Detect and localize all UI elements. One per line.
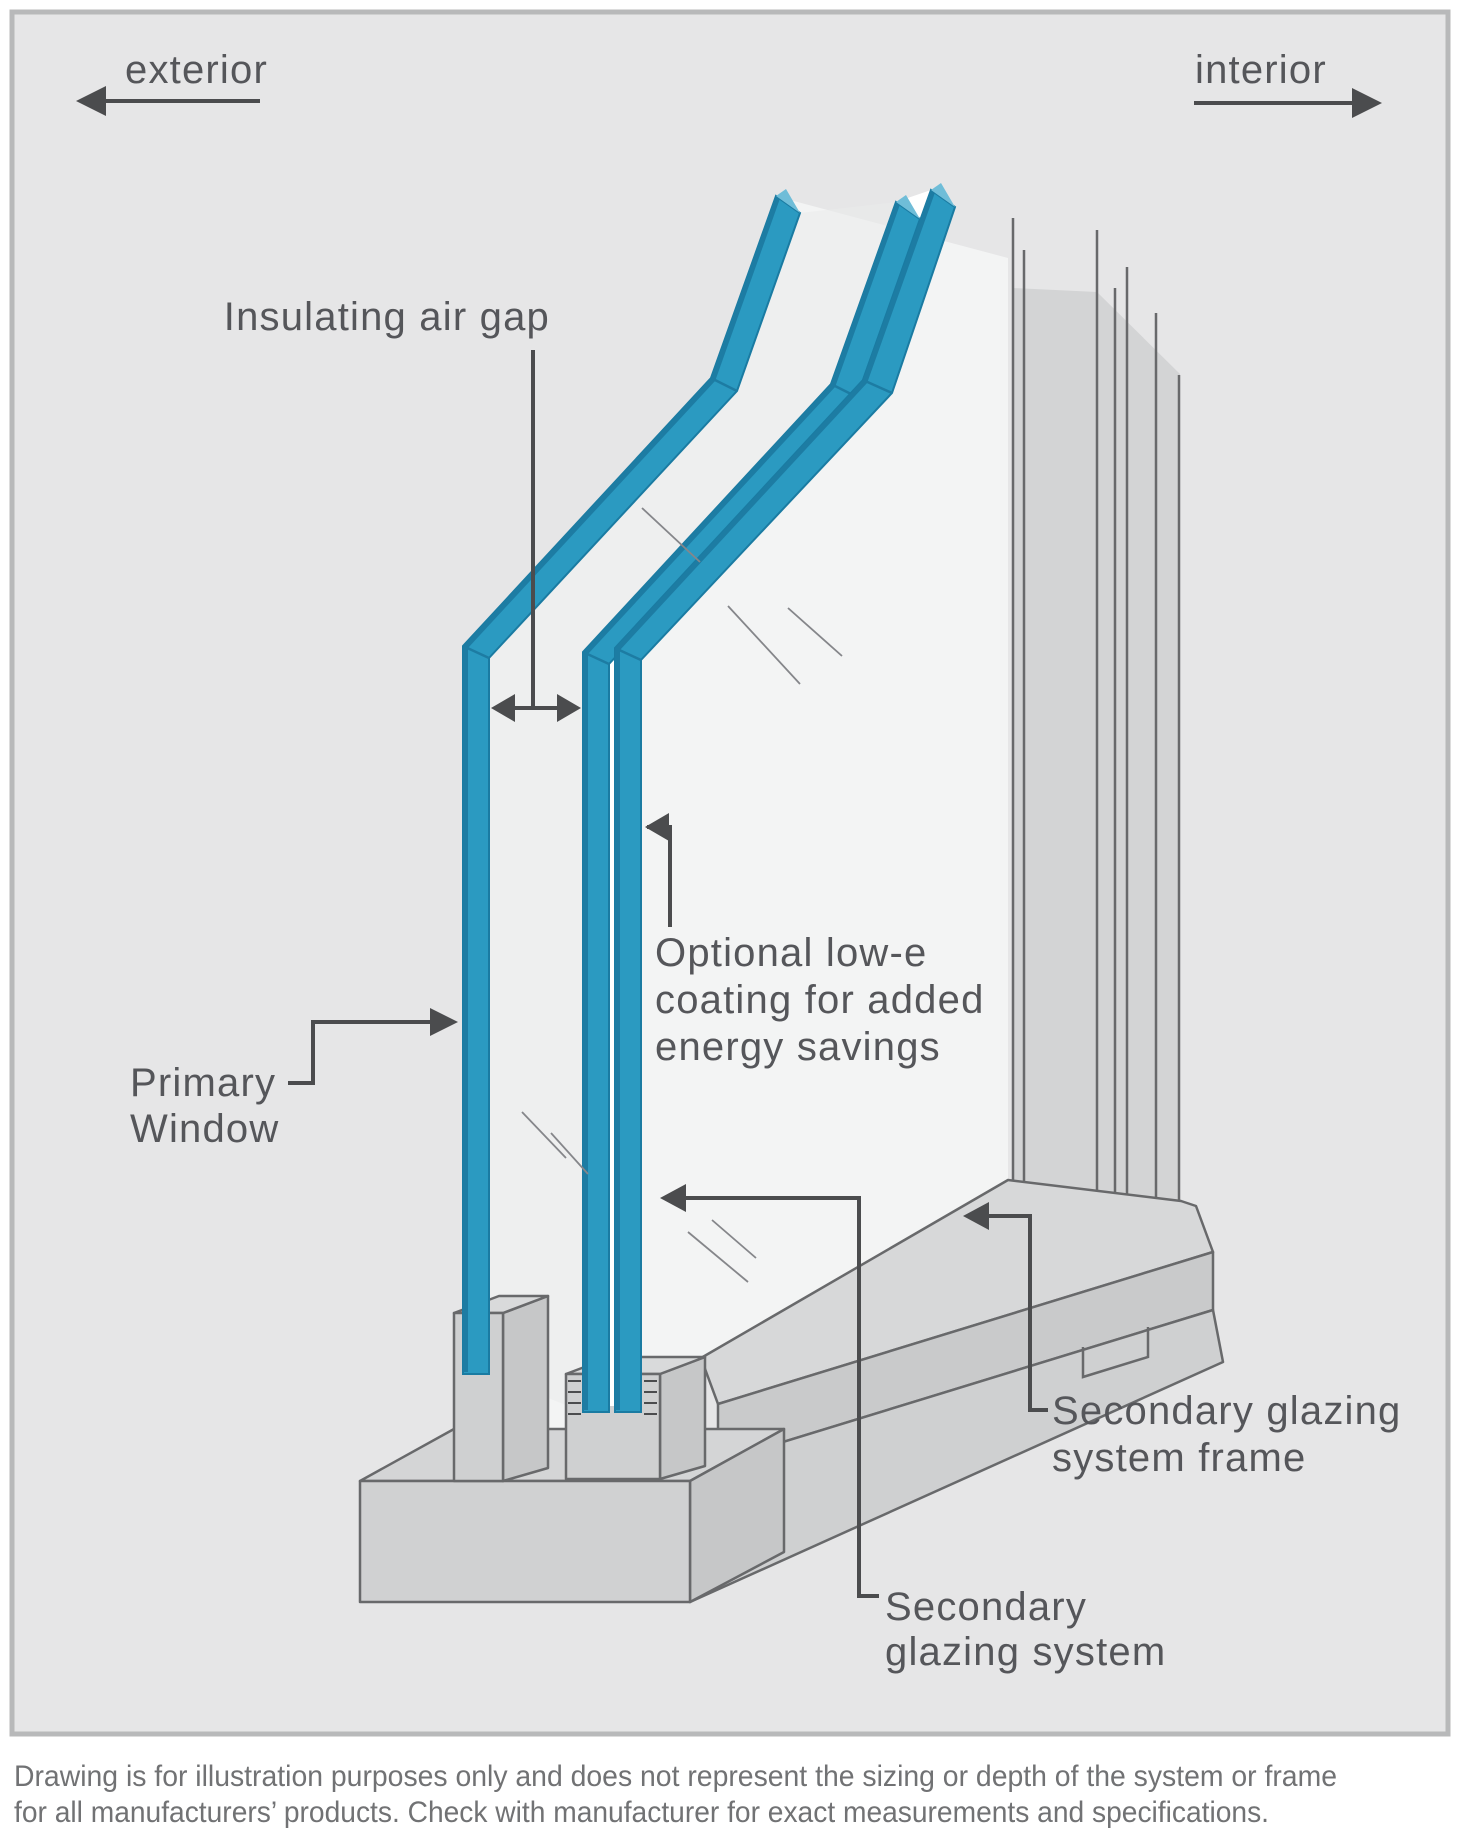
sill-box: [358, 1294, 786, 1604]
exterior-label: exterior: [125, 48, 268, 92]
low-e-arrow-icon: [645, 813, 669, 841]
primary-upstand-side-face: [501, 1294, 550, 1483]
annotation-low-e-coating: Optional low-e coating for added energy …: [645, 813, 985, 1069]
insulating-air-gap-label: Insulating air gap: [224, 295, 550, 339]
primary-window-label-line-2: Window: [130, 1107, 279, 1151]
exterior-arrow-icon: [76, 86, 106, 116]
secondary-system-label-line-1: Secondary: [885, 1585, 1087, 1629]
secondary-system-label-line-2: glazing system: [885, 1630, 1166, 1674]
interior-label: interior: [1195, 48, 1327, 92]
air-gap-arrow-left-icon: [491, 694, 515, 722]
disclaimer-line-1: Drawing is for illustration purposes onl…: [14, 1760, 1337, 1793]
secondary-pane-outer-bend-1: [614, 646, 642, 662]
primary-pane-bend-2: [710, 376, 738, 393]
interior-arrow-icon: [1352, 88, 1382, 118]
primary-pane-tip: [776, 189, 800, 213]
glazing-panes: [462, 183, 957, 1415]
orientation-exterior: exterior: [76, 48, 268, 116]
secondary-frame-label-line-1: Secondary glazing: [1052, 1389, 1402, 1433]
secondary-pane-outer-bend-2: [862, 378, 893, 395]
primary-window-leader: [288, 1020, 434, 1085]
low-e-label-line-2: coating for added: [655, 978, 985, 1022]
air-gap-arrow-right-icon: [557, 694, 581, 722]
annotation-primary-window: Primary Window: [130, 1008, 458, 1151]
annotation-secondary-system: Secondary glazing system: [660, 1184, 1166, 1674]
secondary-system-arrow-icon: [660, 1184, 686, 1212]
sill-drip-step: [1081, 1327, 1150, 1379]
channel-hatch-ticks: [568, 1380, 657, 1415]
secondary-system-leader: [682, 1196, 879, 1598]
interior-frame: [1011, 218, 1181, 1262]
primary-pane-bend-1: [462, 644, 490, 660]
orientation-interior: interior: [1194, 48, 1382, 118]
footer-disclaimer: Drawing is for illustration purposes onl…: [14, 1760, 1337, 1829]
disclaimer-line-2: for all manufacturers’ products. Check w…: [14, 1796, 1269, 1829]
primary-window-arrow-icon: [430, 1008, 458, 1036]
primary-window-label-line-1: Primary: [130, 1061, 276, 1105]
air-gap-shading: [489, 202, 896, 1412]
secondary-channel-side-face: [658, 1355, 707, 1481]
secondary-frame-leader: [985, 1214, 1048, 1412]
sill-box-front-face: [358, 1479, 692, 1604]
secondary-frame-label-line-2: system frame: [1052, 1436, 1306, 1480]
secondary-pane-inner-bend-1: [582, 650, 610, 666]
annotation-insulating-air-gap: Insulating air gap: [224, 295, 581, 722]
annotation-secondary-frame: Secondary glazing system frame: [963, 1202, 1402, 1480]
low-e-label-line-3: energy savings: [655, 1025, 941, 1069]
primary-window-pane: [462, 189, 802, 1375]
primary-pane-edge-shade: [463, 197, 780, 1372]
secondary-pane-inner-edge-shade: [583, 203, 900, 1410]
secondary-pane-outer-edge-shade: [615, 191, 935, 1410]
low-e-label-line-1: Optional low-e: [655, 931, 927, 975]
secondary-pane-inner-tip: [896, 195, 920, 219]
secondary-frame-arrow-icon: [963, 1202, 989, 1230]
secondary-pane-outer-tip: [931, 183, 955, 207]
glass-reflections: [521, 507, 843, 1283]
secondary-glazing-frame-sill: [688, 1178, 1225, 1604]
